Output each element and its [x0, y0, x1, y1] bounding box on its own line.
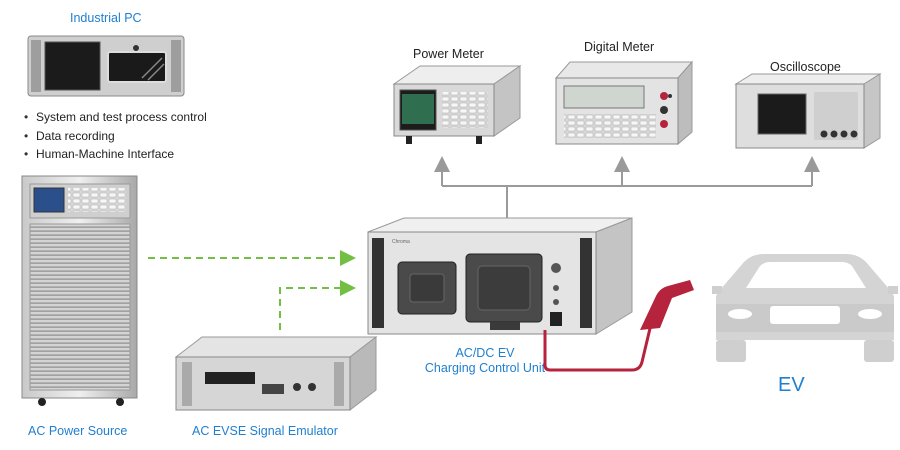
evse-emulator-label: AC EVSE Signal Emulator	[192, 424, 338, 438]
digital-meter-image	[554, 60, 694, 146]
control-unit-brand: Chroma	[392, 239, 410, 245]
feature-item: System and test process control	[24, 108, 207, 127]
ev-car-image	[712, 254, 898, 362]
ac-power-source-image	[21, 175, 138, 406]
power-meter-image	[392, 65, 522, 144]
signal-arrows	[148, 250, 356, 330]
control-unit-label-line2: Charging Control Unit	[424, 361, 546, 375]
ev-label: EV	[778, 374, 805, 396]
feature-item: Human-Machine Interface	[24, 145, 207, 164]
industrial-pc-feature-list: System and test process control Data rec…	[24, 108, 207, 164]
industrial-pc-image	[27, 35, 185, 97]
oscilloscope-image	[734, 73, 882, 149]
ac-power-source-label: AC Power Source	[28, 424, 128, 438]
measurement-bus	[434, 156, 820, 218]
oscilloscope-label: Oscilloscope	[770, 60, 841, 74]
charging-cable	[543, 280, 694, 372]
industrial-pc-title: Industrial PC	[70, 11, 142, 25]
control-unit-label-line1: AC/DC EV	[455, 346, 515, 360]
power-meter-label: Power Meter	[413, 47, 484, 61]
evse-emulator-image	[174, 335, 378, 412]
charging-control-unit-image: Chroma	[367, 217, 633, 335]
digital-meter-label: Digital Meter	[584, 40, 655, 54]
feature-item: Data recording	[24, 127, 207, 146]
